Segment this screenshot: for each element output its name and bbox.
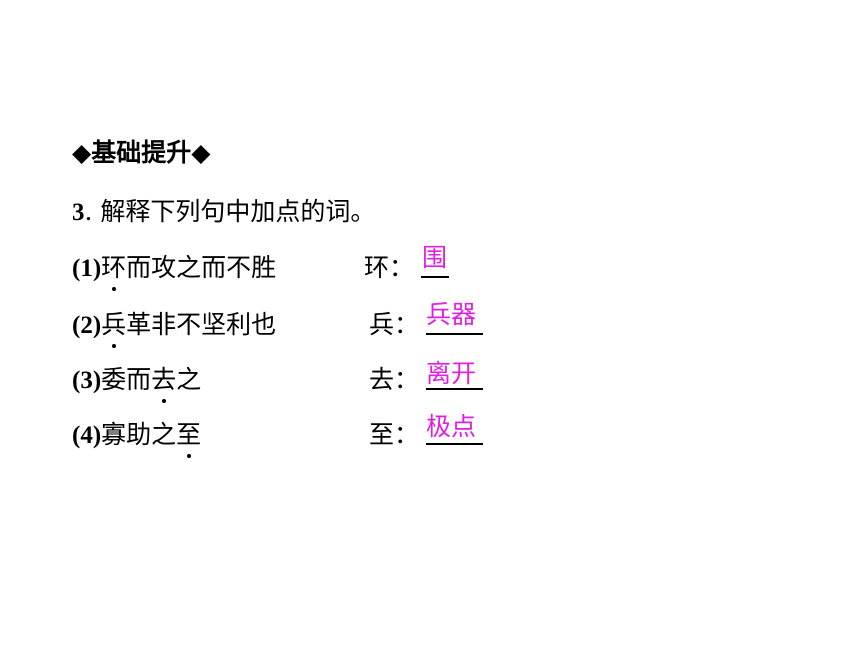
gloss-label: 兵： bbox=[369, 310, 420, 339]
answer-text: 兵器 bbox=[426, 300, 477, 329]
list-item: (1)环而攻之而不胜 环： 围 bbox=[72, 243, 632, 291]
list-item: (2)兵革非不坚利也 兵： 兵器 bbox=[72, 300, 632, 348]
dotted-word: 兵 bbox=[101, 305, 126, 348]
item-number: (2) bbox=[72, 312, 102, 339]
section-heading: ◆基础提升◆ bbox=[72, 138, 211, 167]
question-prompt: 3. 解释下列句中加点的词。 bbox=[72, 192, 375, 228]
sentence-after: 革非不坚利也 bbox=[126, 310, 277, 339]
dotted-word: 环 bbox=[101, 248, 126, 291]
dotted-word: 去 bbox=[151, 360, 176, 403]
item-sentence: (3)委而去之 bbox=[72, 360, 202, 403]
gloss-label: 环： bbox=[364, 253, 415, 282]
dotted-word: 至 bbox=[176, 415, 201, 458]
question-text: 解释下列句中加点的词。 bbox=[100, 197, 376, 226]
item-sentence: (4)寡助之至 bbox=[72, 415, 201, 458]
answer-text: 围 bbox=[422, 243, 448, 272]
list-item: (3)委而去之 去： 离开 bbox=[72, 359, 632, 403]
item-number: (4) bbox=[72, 422, 102, 449]
answer-blank bbox=[426, 388, 483, 390]
item-sentence: (2)兵革非不坚利也 bbox=[72, 305, 277, 348]
answer-blank bbox=[426, 333, 483, 335]
gloss-label: 去： bbox=[369, 365, 420, 394]
question-separator: . bbox=[84, 197, 93, 226]
sentence-before: 委而 bbox=[101, 365, 152, 394]
sentence-after: 之 bbox=[176, 365, 202, 394]
sentence-before: 寡助之 bbox=[101, 420, 177, 449]
item-sentence: (1)环而攻之而不胜 bbox=[72, 248, 277, 291]
list-item: (4)寡助之至 至： 极点 bbox=[72, 412, 632, 458]
answer-text: 离开 bbox=[426, 359, 477, 388]
sentence-after: 而攻之而不胜 bbox=[126, 253, 277, 282]
item-number: (3) bbox=[72, 367, 102, 394]
gloss-label: 至： bbox=[369, 420, 420, 449]
answer-blank bbox=[421, 276, 449, 278]
answer-blank bbox=[426, 443, 483, 445]
item-number: (1) bbox=[72, 255, 102, 282]
question-number: 3 bbox=[72, 199, 85, 226]
answer-text: 极点 bbox=[426, 412, 477, 441]
